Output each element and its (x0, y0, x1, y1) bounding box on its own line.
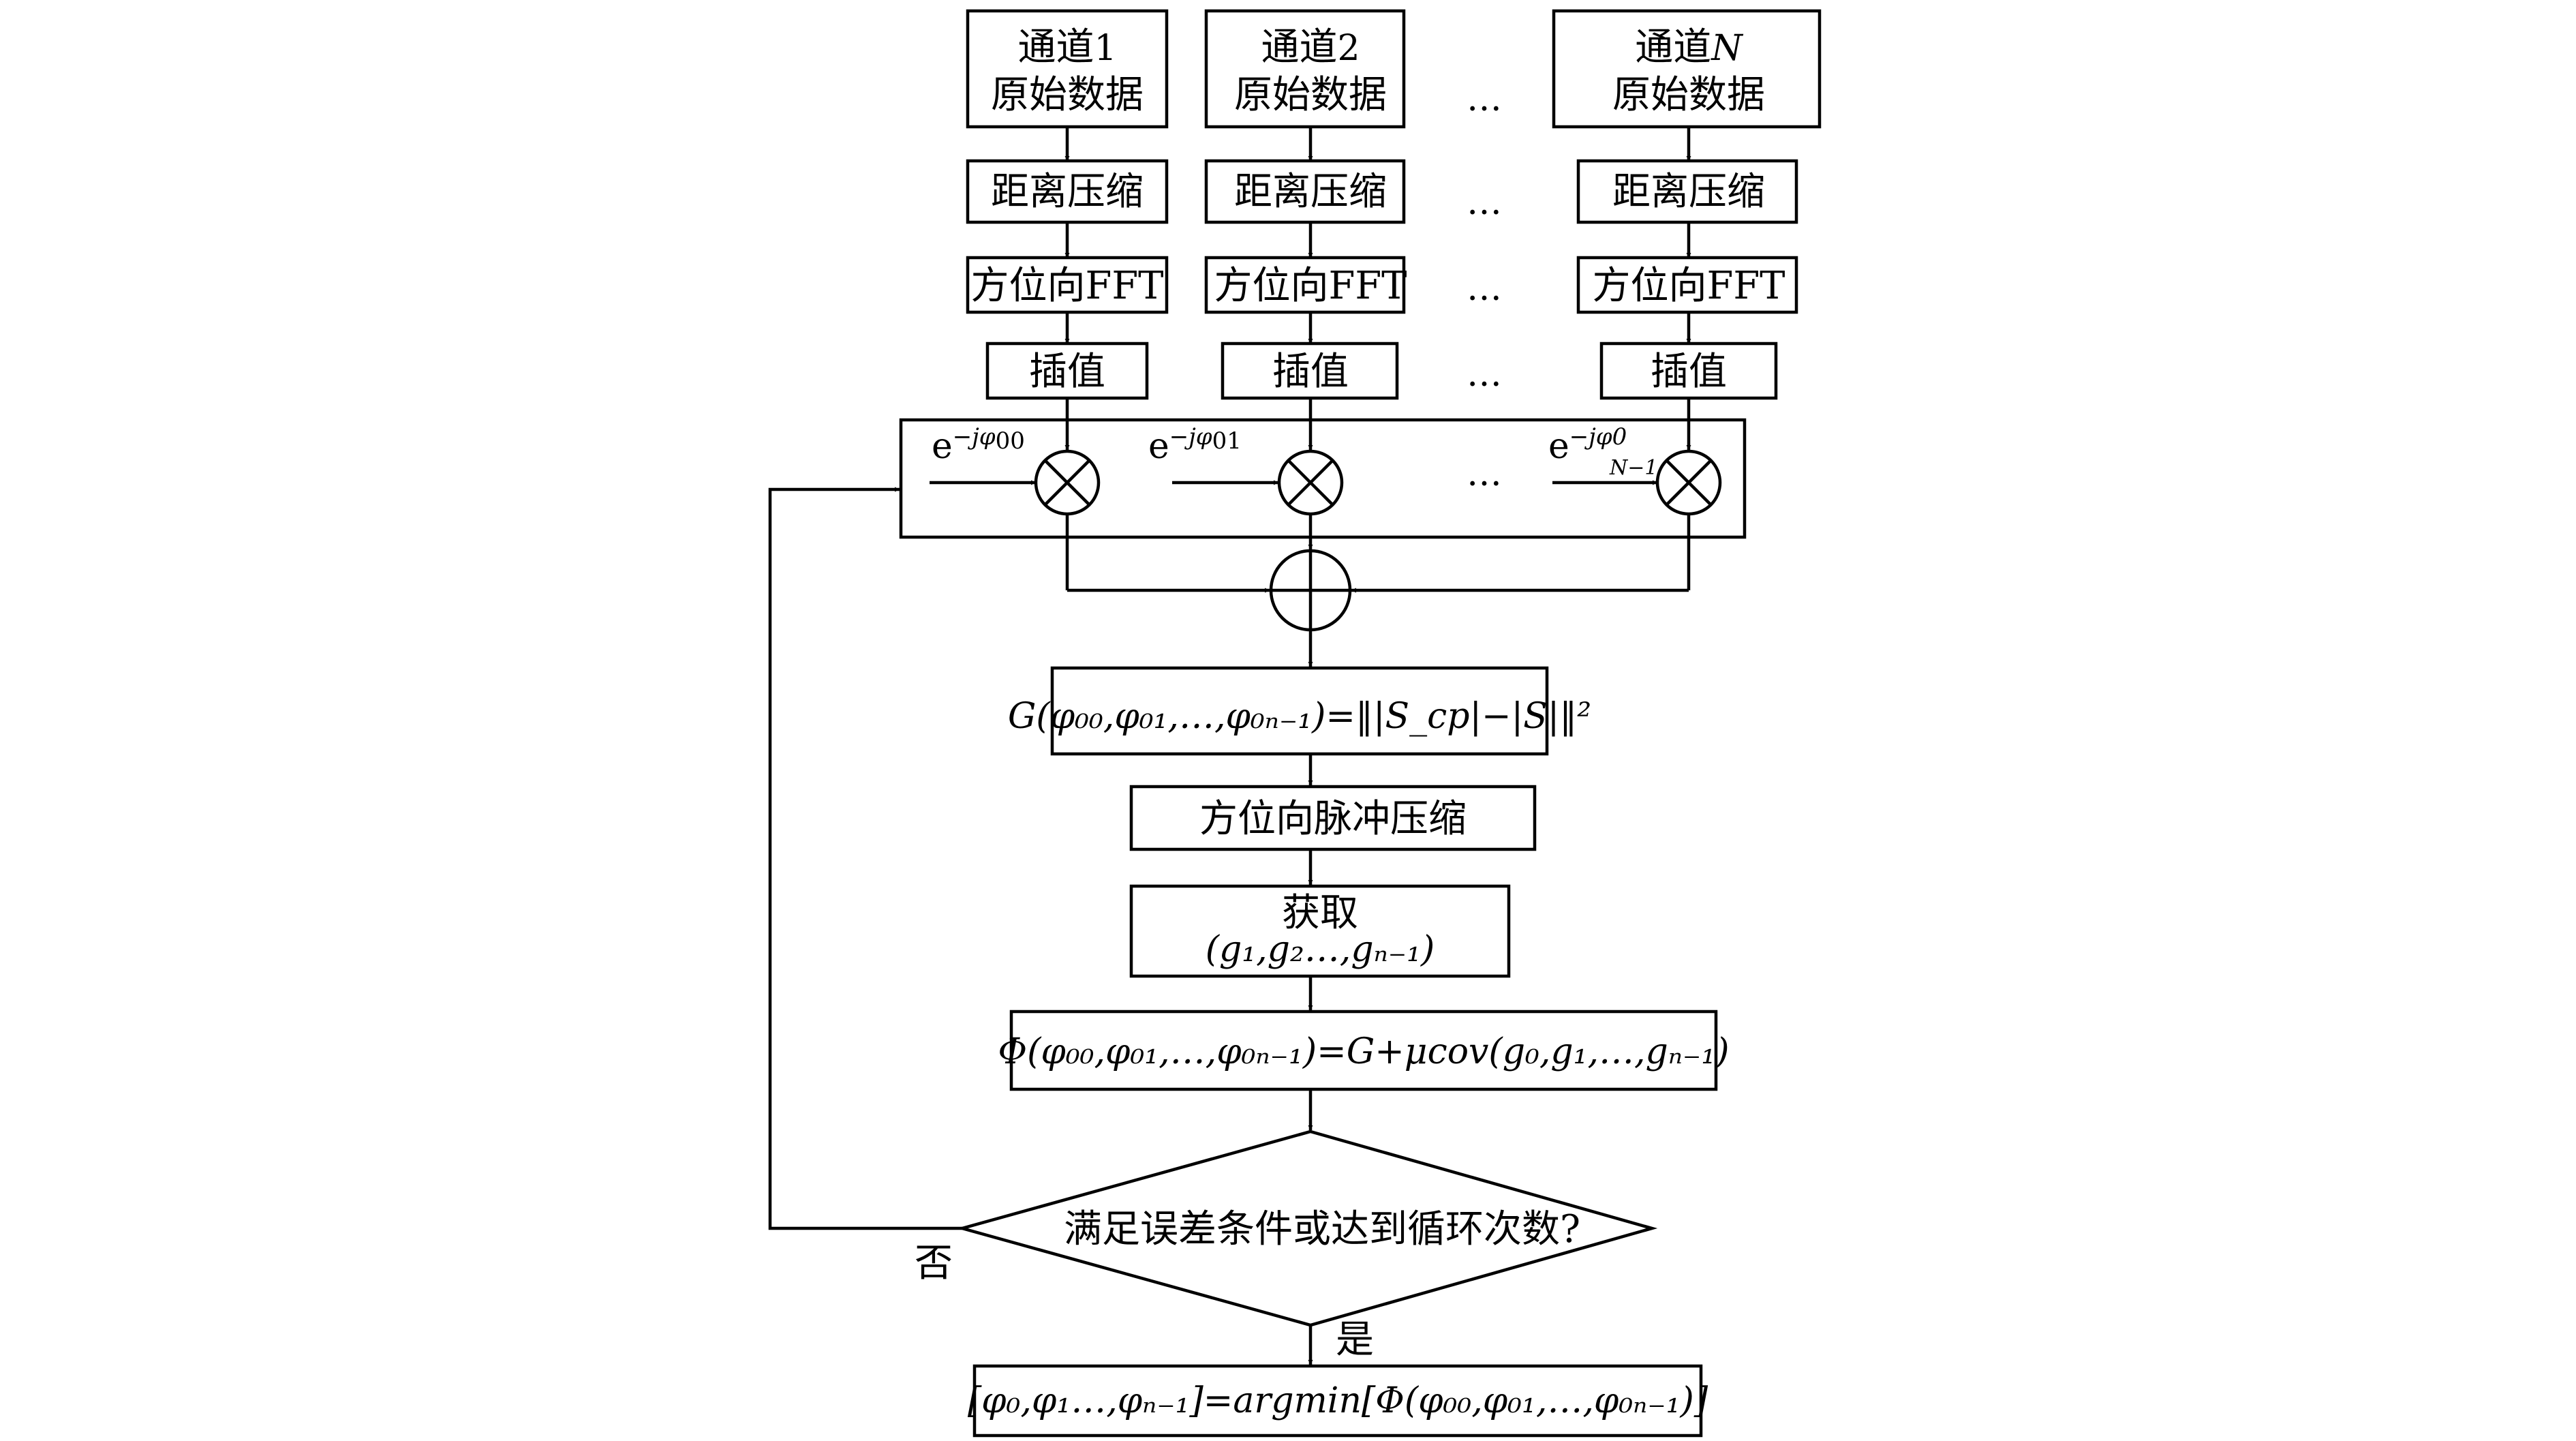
channel-2-title: 通道2 (1261, 25, 1360, 70)
channel-1-interpolation-box (985, 342, 1149, 400)
channel-1-raw-label: 原始数据 (991, 73, 1144, 117)
channel-1-raw-box (966, 9, 1169, 129)
ellipsis-fft: … (1467, 268, 1502, 309)
result-formula: [φ₀,φ₁…,φₙ₋₁]=argmin[Φ(φ₀₀,φ₀₁,…,φ₀ₙ₋₁)] (968, 1380, 1708, 1421)
yes-label: 是 (1336, 1318, 1374, 1362)
azimuth-pulse-compression-box (1129, 785, 1537, 851)
channel-n-interpolation-box (1599, 342, 1778, 400)
no-label: 否 (915, 1241, 953, 1286)
channel-1-interpolation-label: 插值 (1029, 350, 1105, 394)
channel-1-range-compression-label: 距离压缩 (991, 170, 1144, 214)
channel-2-range-compression-label: 距离压缩 (1234, 170, 1387, 214)
result-box (972, 1364, 1703, 1438)
channel-n-azimuth-fft-box (1576, 256, 1798, 314)
cost-g-formula: G(φ₀₀,φ₀₁,…,φ₀ₙ₋₁)=‖|S_cp|−|S|‖² (1008, 696, 1591, 737)
cost-g-box (1050, 666, 1549, 756)
acquire-g-box (1129, 884, 1511, 978)
ellipsis-range: … (1467, 182, 1502, 223)
channel-1-azimuth-fft-label: 方位向FFT (970, 264, 1163, 308)
acquire-vector: (g₁,g₂…,gₙ₋₁) (1206, 929, 1435, 970)
channel-n-range-compression-label: 距离压缩 (1612, 170, 1765, 214)
channel-2-azimuth-fft-label: 方位向FFT (1214, 264, 1407, 308)
channel-1-title: 通道1 (1017, 25, 1116, 70)
channel-1-column: 通道1 原始数据 距离压缩 方位向FFT 插值 e−jφ00 (930, 9, 1169, 516)
channel-2-raw-box (1204, 9, 1406, 129)
decision-label: 满足误差条件或达到循环次数? (1064, 1207, 1580, 1252)
ellipsis-phase: … (1467, 453, 1502, 494)
channel-n-azimuth-fft-label: 方位向FFT (1592, 264, 1785, 308)
channel-1-range-compression-box (966, 159, 1169, 224)
cost-phi-box (1009, 1010, 1718, 1091)
azimuth-pulse-compression-label: 方位向脉冲压缩 (1199, 797, 1467, 841)
phase-compensation-region (899, 418, 1747, 539)
channel-2-azimuth-fft-box (1204, 256, 1406, 314)
channel-1-phase-factor: e−jφ00 (932, 423, 1025, 467)
channel-2-range-compression-box (1204, 159, 1406, 224)
channel-2-column: 通道2 原始数据 距离压缩 方位向FFT 插值 e−jφ01 (1148, 9, 1407, 516)
channel-n-raw-box (1552, 9, 1822, 129)
ellipsis-interp: … (1467, 354, 1502, 395)
cost-phi-formula: Φ(φ₀₀,φ₀₁,…,φ₀ₙ₋₁)=G+μcov(g₀,g₁,…,gₙ₋₁) (998, 1031, 1730, 1072)
ellipsis-raw: … (1467, 78, 1502, 119)
channel-2-interpolation-label: 插值 (1272, 350, 1349, 394)
channel-n-raw-label: 原始数据 (1612, 73, 1765, 117)
channel-2-phase-factor: e−jφ01 (1148, 423, 1242, 467)
acquire-label: 获取 (1282, 891, 1358, 935)
channel-n-interpolation-label: 插值 (1651, 350, 1727, 394)
feedback-loop-line (768, 487, 962, 1230)
channel-n-title: 通道N (1635, 25, 1743, 70)
channel-2-raw-label: 原始数据 (1234, 73, 1387, 117)
